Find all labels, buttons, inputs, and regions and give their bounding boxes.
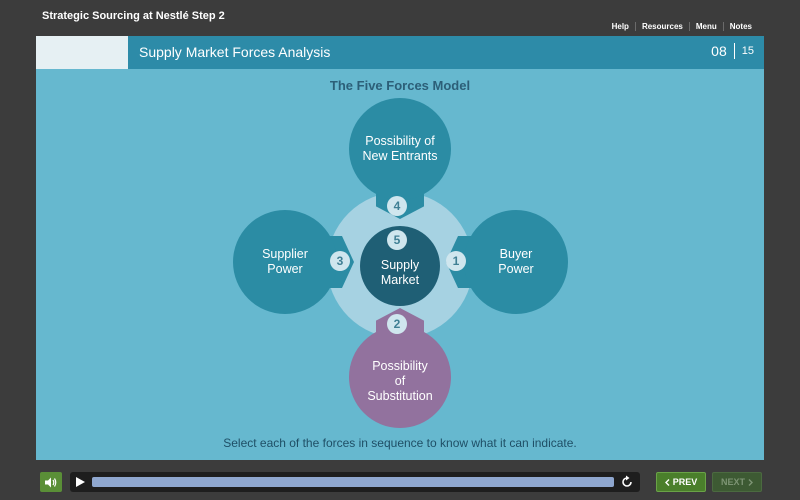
force-supplier-power[interactable]: Supplier Power [233,210,337,314]
page-current: 08 [711,43,727,59]
instruction-text: Select each of the forces in sequence to… [223,436,577,450]
force-label-line: Supplier [262,247,308,261]
app-title: Strategic Sourcing at Nestlé Step 2 [42,10,225,22]
next-button[interactable]: NEXT [712,472,762,492]
top-links: Help Resources Menu Notes [606,22,758,31]
prev-button[interactable]: PREV [656,472,706,492]
force-label-line: of [394,373,406,388]
force-label-line: Possibility [372,358,428,373]
force-label-line: New Entrants [362,149,438,163]
slide-header: Supply Market Forces Analysis 08 15 [36,36,764,69]
menu-link[interactable]: Menu [688,22,723,31]
slide: Supply Market Forces Analysis 08 15 The … [36,36,764,460]
force-substitution[interactable]: Possibility of Substitution [349,326,451,428]
force-label-line: Market [380,273,420,287]
header-logo-area [36,36,128,69]
force-buyer-power[interactable]: Buyer Power [464,210,568,314]
chevron-left-icon [664,478,670,486]
notes-link[interactable]: Notes [722,22,758,31]
force-label-line: Power [267,262,303,276]
force-label-line: Buyer [499,247,533,261]
help-link[interactable]: Help [611,22,629,31]
force-number-badge-2: 2 [387,314,407,334]
resources-link[interactable]: Resources [634,22,689,31]
next-label: NEXT [720,477,745,487]
force-label-line: Supply [380,258,420,272]
force-number-badge-5: 5 [387,230,407,250]
seek-bar[interactable] [92,477,614,487]
chevron-right-icon [748,478,753,486]
replay-icon[interactable] [620,475,634,489]
force-new-entrants[interactable]: Possibility of New Entrants [349,98,451,200]
volume-button[interactable] [40,472,62,492]
page-total: 15 [741,45,754,57]
page-separator [733,43,735,59]
force-label-line: Possibility of [365,134,435,148]
page-number: 08 15 [711,43,754,59]
volume-icon [45,477,57,487]
force-number-badge-3: 3 [330,251,350,271]
force-label-line: Power [498,262,534,276]
force-label-line: Substitution [367,388,433,403]
force-number-badge-1: 1 [446,251,466,271]
player-controls: PREV NEXT [0,466,800,500]
play-icon[interactable] [76,477,85,487]
media-player [70,472,640,492]
prev-label: PREV [672,477,698,487]
slide-title: Supply Market Forces Analysis [139,44,331,60]
force-number-badge-4: 4 [387,196,407,216]
model-title: The Five Forces Model [329,78,471,93]
